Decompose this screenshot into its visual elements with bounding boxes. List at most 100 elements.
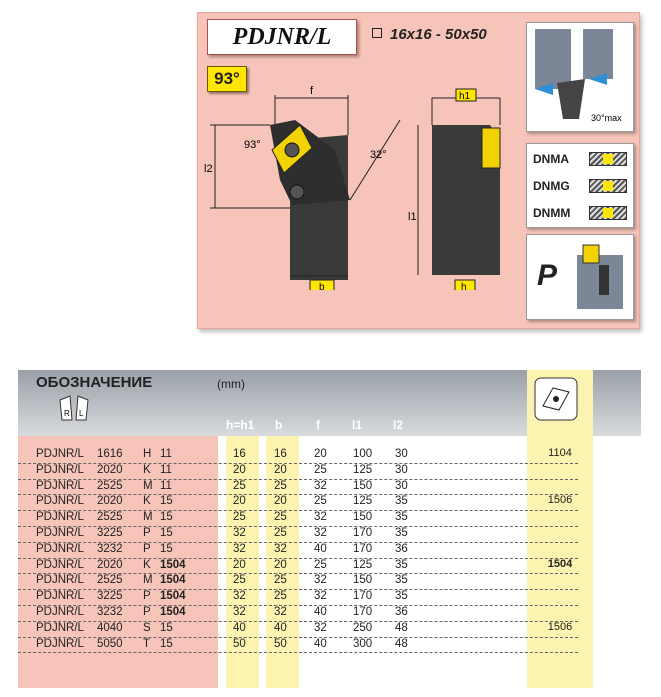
cell-l1: 100 — [353, 448, 373, 460]
cell-l1: 150 — [353, 511, 373, 524]
clamp-diagram: 30°max — [535, 29, 622, 123]
cell-num: 15 — [160, 621, 173, 634]
b-column-bg — [266, 436, 299, 688]
cell-name: PDJNR/L — [36, 495, 84, 508]
cell-h: 32 — [233, 542, 246, 555]
cell-h: 32 — [233, 590, 246, 603]
h-column-bg — [226, 436, 259, 688]
cell-l2: 30 — [395, 448, 408, 460]
cell-b: 25 — [274, 527, 287, 539]
screw-icon — [284, 142, 300, 158]
right-hand-label: R — [64, 409, 70, 418]
cell-l2: 35 — [395, 590, 408, 603]
cell-l2: 35 — [395, 527, 408, 539]
cell-cls: T — [143, 637, 151, 650]
dim-h1-box — [455, 88, 477, 102]
cell-num: 15 — [160, 637, 173, 650]
cell-h: 25 — [233, 479, 246, 492]
cell-name: PDJNR/L — [36, 637, 84, 650]
cell-h: 25 — [233, 574, 246, 587]
insert-profile-icon — [589, 152, 627, 166]
insert-size-cell: 1504 — [547, 557, 573, 570]
cell-code: 2525 — [97, 511, 123, 524]
insert-header-cell — [527, 370, 593, 436]
cell-f: 25 — [314, 495, 327, 508]
cell-b: 50 — [274, 637, 287, 650]
col-header-h: h=h1 — [226, 418, 255, 432]
angle-30-label: 30°max — [591, 113, 622, 123]
cell-cls: P — [143, 590, 151, 603]
cell-h: 50 — [233, 637, 246, 650]
cell-h: 20 — [233, 463, 246, 476]
cell-l1: 300 — [353, 637, 373, 650]
cell-b: 32 — [274, 606, 287, 618]
cell-l2: 36 — [395, 542, 408, 555]
dim-b-box — [309, 279, 335, 290]
cell-num: 15 — [160, 542, 173, 555]
cell-l1: 170 — [353, 527, 373, 539]
insert-size-cell: 1506 — [547, 494, 573, 507]
cell-num: 11 — [160, 448, 172, 460]
cell-name: PDJNR/L — [36, 479, 84, 492]
cell-code: 4040 — [97, 621, 123, 634]
cell-h: 40 — [233, 621, 246, 634]
cell-l2: 30 — [395, 463, 408, 476]
cell-l2: 36 — [395, 606, 408, 618]
cell-num: 1504 — [160, 574, 186, 587]
cell-l1: 125 — [353, 558, 373, 571]
cell-b: 25 — [274, 590, 287, 603]
cell-f: 40 — [314, 606, 327, 618]
cell-f: 40 — [314, 637, 327, 650]
clamp-system-box: P — [526, 234, 634, 320]
insert-size-cell: 1104 — [548, 447, 572, 459]
cell-l1: 170 — [353, 542, 373, 555]
cell-num: 1504 — [160, 606, 186, 618]
cell-l2: 35 — [395, 558, 408, 571]
angle-badge: 93° — [207, 66, 247, 92]
cell-name: PDJNR/L — [36, 574, 84, 587]
holder-drawing: f l2 93° 32° b h1 l1 h — [204, 85, 501, 290]
cell-name: PDJNR/L — [36, 542, 84, 555]
cell-b: 16 — [274, 448, 287, 460]
cell-b: 25 — [274, 479, 287, 492]
cell-name: PDJNR/L — [36, 558, 84, 571]
cell-name: PDJNR/L — [36, 606, 84, 618]
cell-h: 32 — [233, 606, 246, 618]
cell-f: 32 — [314, 479, 327, 492]
designation-column-bg — [18, 436, 218, 688]
size-range-text: 16x16 - 50x50 — [390, 26, 487, 43]
cell-l1: 150 — [353, 574, 373, 587]
dim-h-box — [454, 279, 476, 290]
cell-num: 1504 — [160, 558, 186, 571]
dim-l2-label: l2 — [204, 163, 213, 175]
cell-h: 20 — [233, 495, 246, 508]
dim-f-label: f — [310, 85, 314, 97]
cell-l2: 30 — [395, 479, 408, 492]
cell-name: PDJNR/L — [36, 463, 84, 476]
clamp-letter: P — [537, 259, 558, 292]
cell-f: 32 — [314, 574, 327, 587]
size-range: 16x16 - 50x50 — [372, 26, 487, 43]
dim-l1-label: l1 — [408, 211, 417, 223]
col-header-l1: l1 — [352, 418, 363, 432]
cell-cls: M — [143, 479, 153, 492]
cell-cls: P — [143, 606, 151, 618]
cell-code: 2525 — [97, 479, 123, 492]
square-icon — [372, 28, 382, 38]
cell-l1: 150 — [353, 479, 373, 492]
cell-code: 3225 — [97, 527, 123, 539]
cell-cls: K — [143, 495, 151, 508]
cell-num: 1504 — [160, 590, 186, 603]
cell-code: 2525 — [97, 574, 123, 587]
cell-f: 20 — [314, 448, 327, 460]
cell-cls: P — [143, 542, 151, 555]
clamp-diagram-box: 30°max — [526, 22, 634, 132]
cell-code: 3232 — [97, 606, 123, 618]
cell-name: PDJNR/L — [36, 527, 84, 539]
insert-profile-icon — [589, 206, 627, 220]
cell-name: PDJNR/L — [36, 621, 84, 634]
